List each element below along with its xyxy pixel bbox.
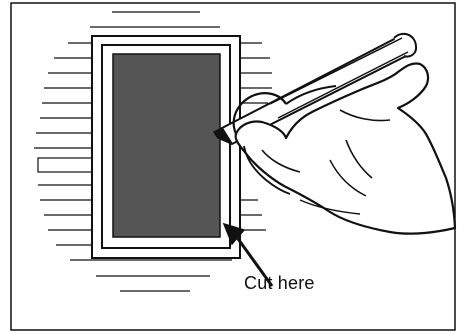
card-cutout [92, 36, 240, 258]
gray-panel [113, 54, 220, 237]
cut-here-label: Cut here [244, 273, 315, 294]
